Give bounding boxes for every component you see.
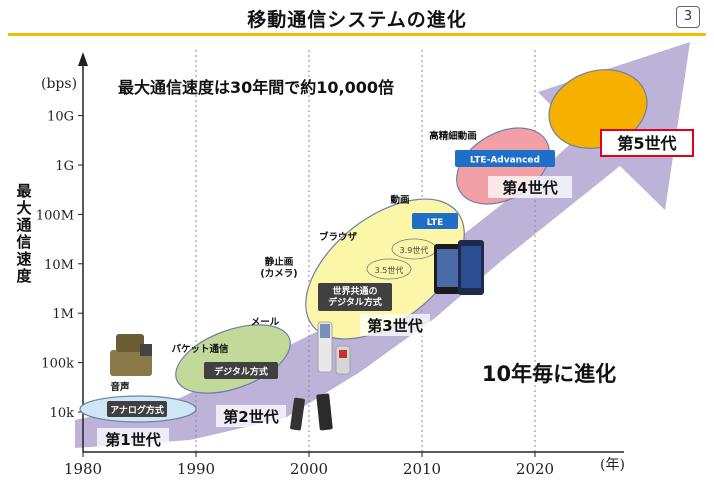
flip-phone-left-screen: [320, 324, 330, 338]
annotation-text: 10年毎に進化: [482, 362, 616, 386]
handset-2g-right: [316, 393, 333, 431]
generation-label: 第4世代: [502, 179, 557, 197]
y-axis-arrowhead: [78, 52, 88, 66]
generation-label: 第3世代: [367, 317, 422, 335]
service-label: 音声: [110, 381, 130, 393]
x-tick-label: 1990: [177, 460, 215, 478]
technology-badge: [455, 150, 555, 167]
generation-label-box: [488, 176, 572, 198]
technology-label: LTE-Advanced: [470, 156, 540, 166]
service-label: パケット通信: [171, 343, 229, 355]
x-tick-label: 2000: [290, 460, 328, 478]
service-label: メール: [251, 317, 280, 328]
generation-label-box: [600, 129, 694, 157]
x-tick-label: 2020: [516, 460, 554, 478]
car-phone-body: [110, 350, 152, 376]
generation-label: 第2世代: [223, 408, 278, 426]
x-tick-label: 1980: [64, 460, 102, 478]
smartphone-left-screen: [437, 249, 459, 287]
page-number: 3: [676, 6, 700, 28]
title-bar: 移動通信システムの進化 3: [0, 0, 714, 36]
technology-badge: [107, 401, 167, 417]
y-tick-label: 10k: [50, 406, 75, 421]
x-tick-label: 2010: [403, 460, 441, 478]
generation-label-box: [216, 405, 286, 427]
service-label: 静止画(カメラ): [260, 256, 297, 279]
y-tick-label: 100M: [36, 208, 74, 223]
smartphone-image: [434, 240, 484, 295]
technology-label: デジタル方式: [214, 366, 268, 378]
service-label: 高精細動画: [429, 130, 477, 142]
technology-badge: [318, 283, 392, 311]
y-tick-label: 1M: [52, 307, 74, 322]
car-phone-image: [110, 334, 152, 376]
gen-3-5-ellipse: [366, 258, 412, 280]
flip-phone-image: [317, 321, 351, 375]
x-axis-label: (年): [600, 457, 625, 473]
intermediate-generation-label: 3.9世代: [400, 245, 429, 255]
y-tick-label: 1G: [55, 159, 74, 174]
y-tick-label: 10M: [44, 258, 74, 273]
technology-badge: [204, 362, 278, 379]
y-tick-label: 10G: [47, 110, 74, 125]
flip-phone-right-detail: [339, 350, 347, 358]
technology-label: 世界共通のデジタル方式: [328, 285, 382, 308]
technology-label: アナログ方式: [110, 404, 164, 416]
service-label: ブラウザ: [319, 231, 358, 243]
title-rule: [8, 33, 706, 36]
smartphone-right-screen: [461, 246, 481, 288]
technology-label: LTE: [427, 218, 444, 228]
generation-label-box: [97, 428, 169, 450]
generation-label: 第1世代: [105, 431, 160, 449]
handset-2g-left: [290, 397, 305, 431]
service-label: 動画: [390, 194, 409, 206]
intermediate-generation-label: 3.5世代: [375, 265, 404, 275]
technology-badge: [412, 213, 458, 229]
y-axis-unit: (bps): [41, 76, 77, 92]
generation-label-box: [360, 314, 430, 336]
chart-title: 最大通信速度は30年間で約10,000倍: [118, 78, 394, 97]
y-tick-label: 100k: [41, 357, 74, 372]
y-axis-label: 最大通信速度: [16, 182, 32, 285]
handset-2g-image: [290, 393, 333, 431]
generation-label: 第5世代: [617, 134, 676, 153]
slide-title: 移動通信システムの進化: [247, 9, 467, 31]
car-phone-handset: [116, 334, 144, 352]
car-phone-detail: [140, 344, 152, 356]
